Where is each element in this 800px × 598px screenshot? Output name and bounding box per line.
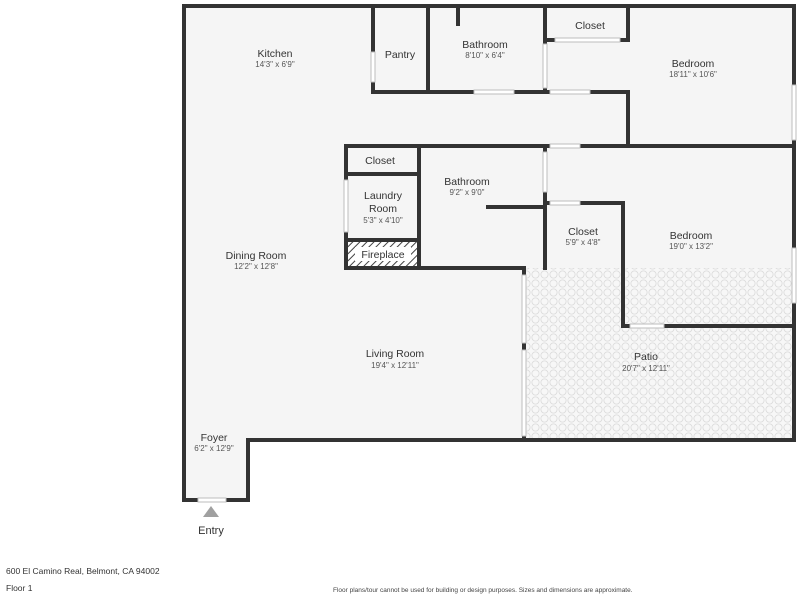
patio-label: Patio (634, 351, 658, 363)
pantry-label: Pantry (385, 49, 416, 61)
kitchen-label: Kitchen (257, 48, 292, 60)
bedroom-bottom-dims: 19'0" x 13'2" (669, 242, 713, 251)
bathroom-top-label: Bathroom (462, 39, 508, 51)
closet-bedroom-dims: 5'9" x 4'8" (566, 238, 601, 247)
dining-label: Dining Room (226, 250, 287, 262)
fireplace-label: Fireplace (361, 249, 404, 261)
kitchen-dims: 14'3" x 6'9" (255, 60, 295, 69)
bedroom-top-label: Bedroom (672, 58, 715, 70)
entry-arrow-icon (203, 506, 219, 517)
entry-label: Entry (198, 525, 224, 537)
closet-top-label: Closet (575, 20, 605, 32)
laundry-label-line1: Laundry (364, 190, 403, 202)
closet-mid-label: Closet (365, 155, 395, 167)
bedroom-bottom-label: Bedroom (670, 230, 713, 242)
disclaimer-text: Floor plans/tour cannot be used for buil… (333, 587, 633, 594)
floor-label: Floor 1 (6, 583, 33, 593)
living-label: Living Room (366, 348, 425, 360)
bathroom-mid-label: Bathroom (444, 176, 490, 188)
foyer-dims: 6'2" x 12'9" (194, 444, 234, 453)
openings (197, 37, 797, 503)
property-address: 600 El Camino Real, Belmont, CA 94002 (6, 566, 160, 576)
bathroom-mid-dims: 9'2" x 9'0" (450, 188, 485, 197)
living-dims: 19'4" x 12'11" (371, 361, 419, 370)
patio-dims: 20'7" x 12'11" (622, 364, 670, 373)
bathroom-top-dims: 8'10" x 6'4" (465, 51, 505, 60)
laundry-label-line2: Room (369, 203, 397, 215)
foyer-label: Foyer (201, 432, 228, 444)
fireplace-label-bg (355, 247, 411, 261)
closet-bedroom-label: Closet (568, 226, 598, 238)
patio-area (525, 268, 794, 440)
laundry-dims: 5'3" x 4'10" (363, 216, 403, 225)
bedroom-top-dims: 18'11" x 10'6" (669, 70, 717, 79)
dining-dims: 12'2" x 12'8" (234, 262, 278, 271)
